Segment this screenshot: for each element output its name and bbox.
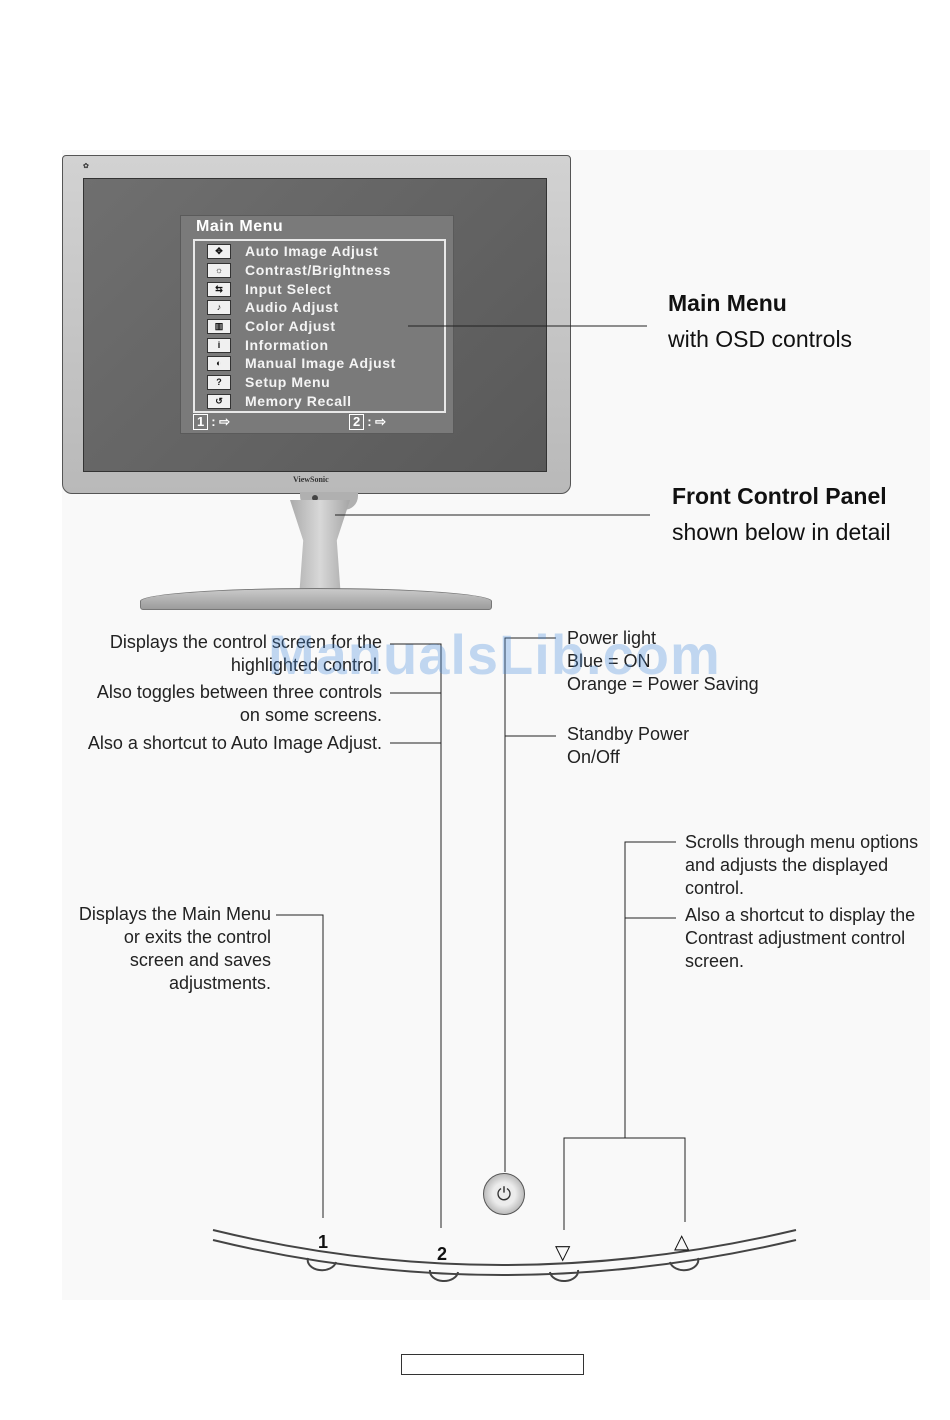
front-panel-callout-title: Front Control Panel: [672, 483, 887, 509]
button-2-desc-a: Displays the control screen for the high…: [109, 632, 382, 675]
audio-icon: ♪: [207, 299, 231, 315]
button-2[interactable]: 2: [437, 1244, 448, 1264]
button-1-desc: Displays the Main Menu or exits the cont…: [78, 904, 271, 993]
monitor-logo-icon: ✿: [83, 163, 89, 170]
watermark: ManualsLib.com: [268, 623, 721, 686]
input-icon: ⇆: [207, 281, 231, 297]
osd-item-manual-image-adjust[interactable]: ◐Manual Image Adjust: [207, 354, 396, 372]
arrow-buttons-desc-a: Scrolls through menu options and adjusts…: [685, 832, 919, 898]
standby-power-desc: Standby Power On/Off: [567, 724, 690, 767]
button-2-desc-b: Also toggles between three controls on s…: [96, 682, 382, 725]
exit-icon: : ⇨: [211, 414, 231, 429]
crosshair-icon: ✥: [207, 243, 231, 259]
osd-item-audio-adjust[interactable]: ♪Audio Adjust: [207, 298, 339, 316]
osd-item-color-adjust[interactable]: ▥Color Adjust: [207, 317, 336, 335]
info-icon: i: [207, 337, 231, 353]
page-number-box: [401, 1354, 584, 1375]
osd-footer-key-2: 2: ⇨: [349, 414, 386, 430]
button-2-desc-c: Also a shortcut to Auto Image Adjust.: [87, 733, 382, 753]
osd-title: Main Menu: [196, 218, 284, 235]
osd-menu-list: ✥Auto Image Adjust ☼Contrast/Brightness …: [193, 239, 446, 413]
front-panel-callout-subtitle: shown below in detail: [672, 519, 891, 545]
button-1[interactable]: 1: [318, 1232, 329, 1252]
arrow-buttons-desc-b: Also a shortcut to display the Contrast …: [685, 905, 916, 971]
power-light-desc: Power light Blue = ON Orange = Power Sav…: [567, 628, 759, 694]
osd-item-contrast-brightness[interactable]: ☼Contrast/Brightness: [207, 261, 391, 279]
osd-item-memory-recall[interactable]: ↺Memory Recall: [207, 392, 352, 410]
recall-icon: ↺: [207, 393, 231, 409]
osd-main-menu: Main Menu ✥Auto Image Adjust ☼Contrast/B…: [180, 215, 454, 434]
color-icon: ▥: [207, 318, 231, 334]
manual-adjust-icon: ◐: [207, 355, 231, 371]
down-arrow-button[interactable]: ▽: [555, 1242, 571, 1264]
monitor-brand: ViewSonic: [293, 475, 329, 484]
enter-icon: : ⇨: [367, 414, 387, 429]
contrast-icon: ☼: [207, 262, 231, 278]
osd-footer-key-1: 1: ⇨: [193, 414, 230, 430]
help-icon: ?: [207, 374, 231, 390]
osd-item-input-select[interactable]: ⇆Input Select: [207, 280, 332, 298]
main-menu-callout-title: Main Menu: [668, 290, 787, 316]
up-arrow-button[interactable]: △: [674, 1231, 690, 1253]
power-button[interactable]: ⏻: [483, 1173, 525, 1215]
osd-item-auto-image-adjust[interactable]: ✥Auto Image Adjust: [207, 242, 378, 260]
power-indicator-dot: [312, 495, 318, 501]
power-icon: ⏻: [496, 1184, 512, 1204]
osd-item-setup-menu[interactable]: ?Setup Menu: [207, 373, 330, 391]
main-menu-callout-subtitle: with OSD controls: [668, 326, 853, 352]
